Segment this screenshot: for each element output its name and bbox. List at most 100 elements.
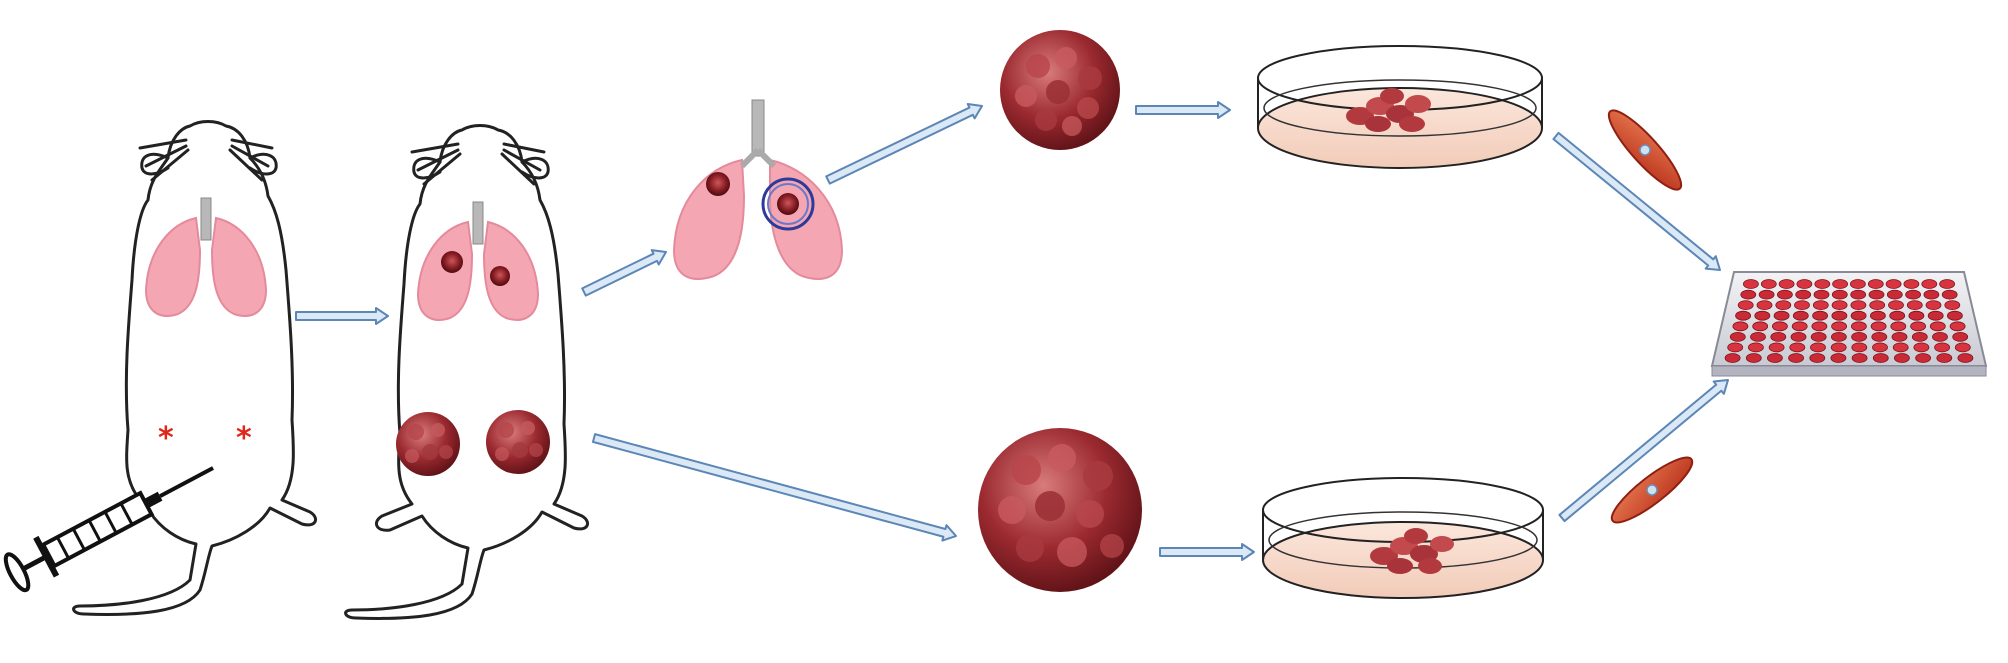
- selected-lung-nodule: [777, 193, 799, 215]
- plate-well: [1770, 331, 1787, 342]
- spindle-cell-top: [1607, 109, 1683, 191]
- plate-well: [1777, 289, 1793, 300]
- plate-well: [1941, 289, 1958, 300]
- plate-well: [1936, 353, 1953, 363]
- multiwell-plate: [1710, 271, 1988, 377]
- plate-well: [1732, 321, 1749, 332]
- plate-well: [1830, 342, 1847, 353]
- plate-well: [1923, 289, 1940, 300]
- plate-well: [1743, 279, 1759, 289]
- plate-well: [1748, 342, 1764, 353]
- plate-well: [1831, 289, 1848, 300]
- plate-well: [1809, 353, 1826, 363]
- plate-well: [1794, 300, 1810, 311]
- plate-well: [1921, 279, 1938, 289]
- plate-well: [1795, 289, 1812, 300]
- lung-metastasis-right: [490, 266, 510, 286]
- plate-well: [1894, 353, 1910, 363]
- plate-well: [1812, 310, 1828, 321]
- plate-well: [1954, 342, 1971, 353]
- mouse-1-outline: [72, 120, 318, 616]
- plate-wells: [1724, 279, 1974, 363]
- arrow-bottom-dish-to-plate: [1558, 378, 1729, 523]
- plate-well: [1788, 353, 1804, 363]
- injection-site-marker-right: *: [236, 421, 252, 456]
- plate-well: [1934, 342, 1950, 353]
- plate-well: [1775, 300, 1792, 311]
- arrow-primary-spheroid-to-dish: [1159, 543, 1255, 561]
- plate-well: [1752, 321, 1769, 332]
- plate-well: [1831, 310, 1848, 321]
- arrow-lungs-to-lung-spheroid: [825, 102, 983, 185]
- plate-well: [1790, 331, 1807, 342]
- excised-lungs: [672, 99, 844, 280]
- plate-well: [1729, 331, 1746, 342]
- plate-well: [1888, 300, 1904, 311]
- plate-well: [1885, 279, 1902, 289]
- plate-well: [1870, 321, 1887, 332]
- plate-well: [1778, 279, 1795, 289]
- mouse-2-outline: [344, 124, 590, 620]
- lung-nodule: [706, 172, 730, 196]
- plate-well: [1872, 353, 1889, 363]
- plate-well: [1831, 331, 1847, 342]
- plate-well: [1811, 321, 1828, 332]
- plate-well: [1740, 289, 1757, 300]
- plate-well: [1910, 321, 1926, 332]
- plate-well: [1957, 353, 1974, 363]
- plate-well: [1850, 300, 1867, 311]
- plate-well: [1768, 342, 1785, 353]
- arrow-lung-spheroid-to-dish: [1135, 101, 1231, 119]
- plate-well: [1830, 353, 1847, 363]
- plate-well: [1727, 342, 1744, 353]
- plate-well: [1851, 342, 1868, 353]
- plate-well: [1812, 300, 1829, 311]
- flow-arrows: [295, 101, 1729, 561]
- dish-top-cell-cluster: [1346, 88, 1431, 132]
- selection-ring-inner: [767, 183, 809, 225]
- plate-well: [1903, 279, 1920, 289]
- spindle-cell-top-nucleus: [1639, 144, 1651, 156]
- plate-well: [1892, 342, 1909, 353]
- plate-well: [1831, 300, 1848, 311]
- plate-well: [1871, 331, 1888, 342]
- plate-well: [1737, 300, 1754, 311]
- dish-bottom-cell-cluster: [1370, 528, 1454, 574]
- syringe-icon: [3, 466, 214, 593]
- plate-well: [1947, 310, 1963, 321]
- plate-well: [1756, 300, 1773, 311]
- flank-tumor-right: [486, 410, 550, 474]
- plate-well: [1925, 300, 1942, 311]
- spindle-cell-bottom: [1610, 456, 1694, 524]
- arrow-top-dish-to-plate: [1552, 131, 1722, 271]
- plate-well: [1767, 353, 1783, 363]
- mouse-1-lungs: [144, 197, 268, 317]
- injection-site-marker-left: *: [158, 421, 174, 456]
- arrow-mouse2-to-primary-spheroid: [591, 433, 957, 542]
- plate-well: [1890, 321, 1907, 332]
- culture-dish-bottom: [1262, 477, 1544, 599]
- mouse-2-trachea: [472, 201, 484, 245]
- plate-well: [1929, 321, 1946, 332]
- flank-tumor-left: [396, 412, 460, 476]
- plate-well: [1944, 300, 1961, 311]
- plate-well: [1831, 321, 1847, 332]
- primary-tumor-spheroid: [978, 428, 1142, 592]
- plate-well: [1872, 342, 1888, 353]
- excised-lungs-trachea: [751, 99, 765, 157]
- spindle-cell-bottom-nucleus: [1646, 484, 1658, 496]
- plate-well: [1850, 289, 1867, 300]
- plate-well: [1906, 300, 1923, 311]
- plate-well: [1932, 331, 1948, 342]
- plate-well: [1867, 279, 1884, 289]
- arrow-mouse2-to-lungs: [581, 249, 668, 297]
- plate-well: [1911, 331, 1928, 342]
- plate-well: [1810, 331, 1827, 342]
- plate-well: [1832, 279, 1848, 289]
- plate-well: [1813, 289, 1830, 300]
- mouse-1-trachea: [200, 197, 212, 241]
- plate-well: [1939, 279, 1955, 289]
- plate-well: [1850, 310, 1867, 321]
- plate-well: [1758, 289, 1775, 300]
